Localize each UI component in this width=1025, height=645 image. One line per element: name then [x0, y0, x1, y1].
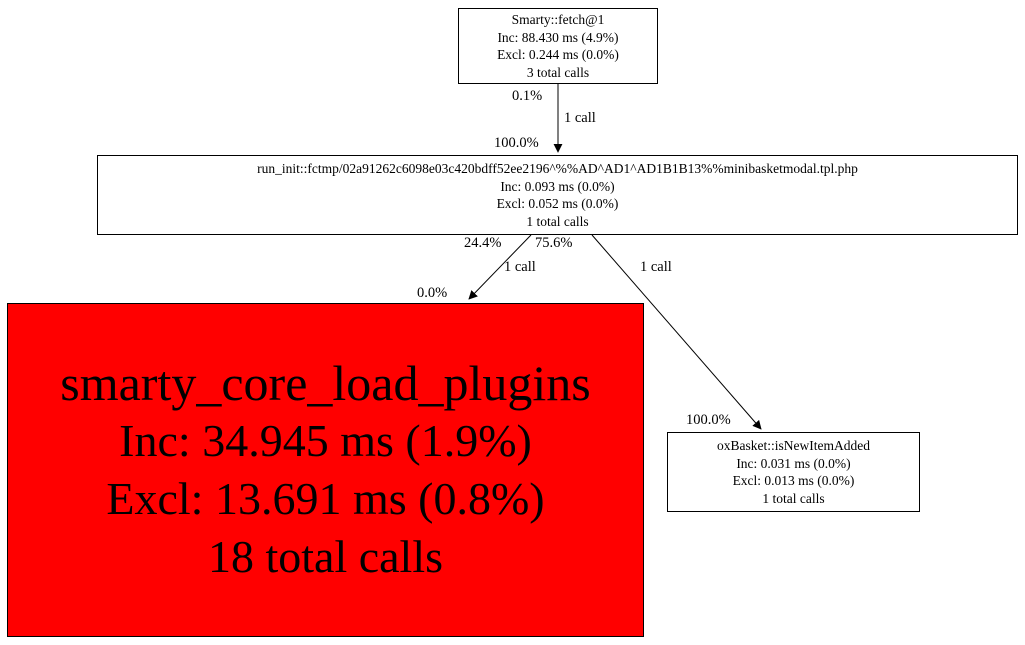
edge-label-callee-pct: 100.0%	[686, 412, 731, 428]
node-inclusive-time: Inc: 88.430 ms (4.9%)	[497, 29, 619, 45]
edge-label-call-count: 1 call	[640, 259, 672, 275]
node-title: smarty_core_load_plugins	[60, 355, 591, 411]
node-total-calls: 3 total calls	[526, 64, 590, 80]
node-exclusive-time: Excl: 0.013 ms (0.0%)	[732, 473, 855, 488]
edge-label-call-count: 1 call	[504, 259, 536, 275]
edge-label-call-count: 1 call	[564, 110, 596, 126]
node-inclusive-time: Inc: 0.031 ms (0.0%)	[736, 455, 851, 471]
edge-label-caller-pct: 75.6%	[535, 235, 573, 251]
node-title: run_init::fctmp/02a91262c6098e03c420bdff…	[257, 161, 858, 176]
node-smarty-core-load-plugins: smarty_core_load_plugins Inc: 34.945 ms …	[7, 303, 644, 637]
edge-label-caller-pct: 0.1%	[512, 88, 543, 104]
node-title: Smarty::fetch@1	[511, 12, 605, 27]
node-inclusive-time: Inc: 34.945 ms (1.9%)	[119, 415, 532, 466]
edge-label-callee-pct: 100.0%	[494, 135, 539, 151]
node-total-calls: 1 total calls	[526, 213, 589, 229]
edge-label-caller-pct: 24.4%	[464, 235, 502, 251]
node-inclusive-time: Inc: 0.093 ms (0.0%)	[500, 178, 615, 194]
node-oxbasket-isnewitemadded: oxBasket::isNewItemAdded Inc: 0.031 ms (…	[667, 432, 920, 512]
node-total-calls: 1 total calls	[762, 490, 825, 506]
node-exclusive-time: Excl: 0.244 ms (0.0%)	[497, 47, 619, 62]
node-smarty-fetch: Smarty::fetch@1 Inc: 88.430 ms (4.9%) Ex…	[458, 8, 658, 84]
node-total-calls: 18 total calls	[207, 531, 444, 582]
node-title: oxBasket::isNewItemAdded	[717, 438, 870, 453]
node-exclusive-time: Excl: 13.691 ms (0.8%)	[106, 473, 545, 524]
edge-label-callee-pct: 0.0%	[417, 285, 448, 301]
node-run-init: run_init::fctmp/02a91262c6098e03c420bdff…	[97, 155, 1018, 235]
node-exclusive-time: Excl: 0.052 ms (0.0%)	[496, 196, 619, 211]
